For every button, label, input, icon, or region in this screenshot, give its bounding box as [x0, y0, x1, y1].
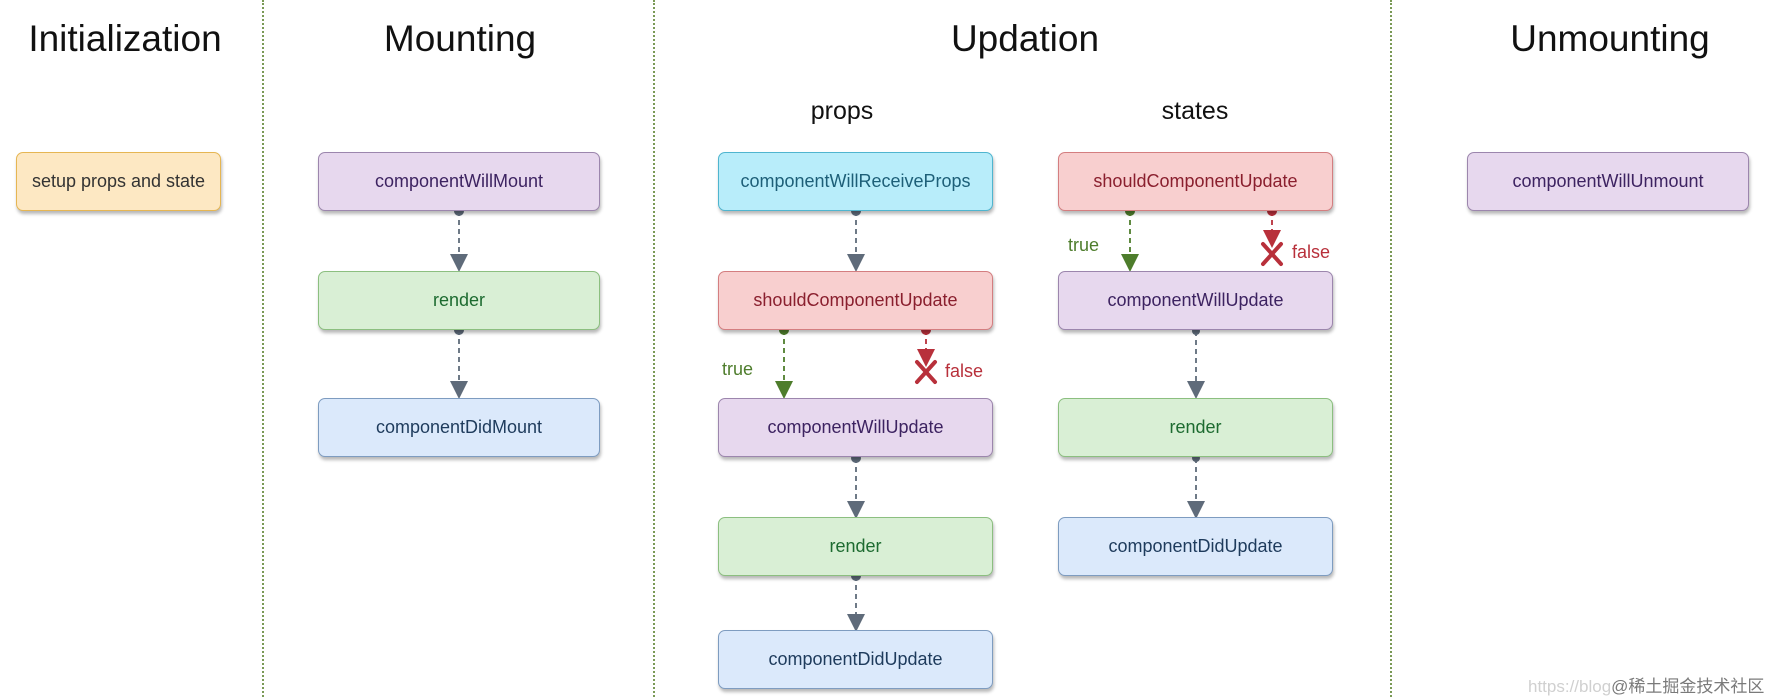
- component-will-receive-props-box: componentWillReceiveProps: [718, 152, 993, 211]
- divider-initialization-mounting: [262, 0, 264, 697]
- props-true-connector: [775, 325, 793, 399]
- watermark-url: https://blog: [1528, 677, 1612, 696]
- props-connector-3: [847, 453, 865, 519]
- states-false-x-icon: [1261, 242, 1283, 266]
- component-did-mount-box: componentDidMount: [318, 398, 600, 457]
- states-should-component-update-box: shouldComponentUpdate: [1058, 152, 1333, 211]
- component-will-unmount-box: componentWillUnmount: [1467, 152, 1749, 211]
- mounting-connector-2: [450, 325, 468, 399]
- states-connector-2: [1187, 327, 1205, 399]
- phase-title-updation: Updation: [950, 18, 1100, 59]
- props-false-label: false: [945, 361, 984, 381]
- phase-title-unmounting: Unmounting: [1510, 18, 1710, 59]
- setup-props-and-state-box: setup props and state: [16, 152, 221, 211]
- divider-updation-unmounting: [1390, 0, 1392, 697]
- states-render-box: render: [1058, 398, 1333, 457]
- states-false-label: false: [1292, 242, 1331, 262]
- phase-title-initialization: Initialization: [28, 18, 222, 59]
- states-true-label: true: [1068, 235, 1100, 255]
- component-will-mount-box: componentWillMount: [318, 152, 600, 211]
- props-true-label: true: [722, 359, 754, 379]
- states-component-will-update-box: componentWillUpdate: [1058, 271, 1333, 330]
- phase-title-mounting: Mounting: [383, 18, 537, 59]
- watermark-site: @稀土掘金技术社区: [1611, 677, 1765, 696]
- props-component-will-update-box: componentWillUpdate: [718, 398, 993, 457]
- states-connector-3: [1187, 454, 1205, 519]
- watermark: https://blog@稀土掘金技术社区: [1528, 672, 1764, 697]
- subsection-title-states: states: [1161, 97, 1229, 125]
- props-connector-1: [847, 206, 865, 272]
- props-false-x-icon: [915, 360, 937, 384]
- props-connector-4: [847, 571, 865, 632]
- props-should-component-update-box: shouldComponentUpdate: [718, 271, 993, 330]
- mounting-connector-1: [450, 206, 468, 272]
- subsection-title-props: props: [810, 97, 874, 125]
- divider-mounting-updation: [653, 0, 655, 697]
- mounting-render-box: render: [318, 271, 600, 330]
- props-component-did-update-box: componentDidUpdate: [718, 630, 993, 689]
- states-true-connector: [1121, 206, 1139, 272]
- states-component-did-update-box: componentDidUpdate: [1058, 517, 1333, 576]
- props-render-box: render: [718, 517, 993, 576]
